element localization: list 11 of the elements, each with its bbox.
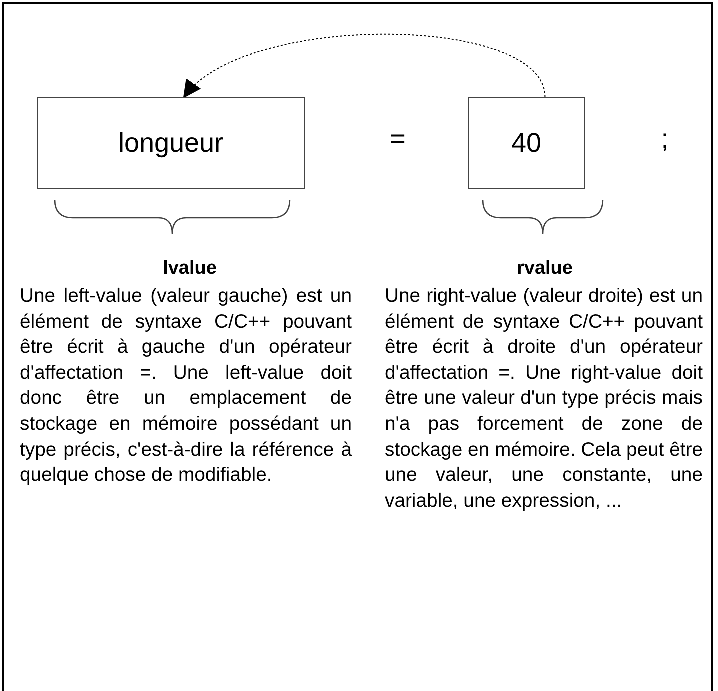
description-paragraph: Une left-value (valeur gauche) est un élément de syntaxe C/C++ pouvant être écrit à gauche d'un opérateur d'affectation =. Une left-value doit donc être un emplacement de stockage en mémoire possédant un type précis, c'est-à-dire la référence à quelque chose de modifiable. xyxy=(20,284,352,488)
value-box xyxy=(468,97,585,189)
semicolon: ; xyxy=(660,124,670,155)
box-text: 40 xyxy=(511,128,542,158)
brace-label: rvalue xyxy=(516,258,574,280)
box-text: longueur xyxy=(118,128,224,158)
equals-sign: = xyxy=(389,124,407,155)
arrow xyxy=(183,34,546,98)
description-paragraph: Une right-value (valeur droite) est un élément de syntaxe C/C++ pouvant être écrit à droite d'un opérateur d'affectation =. Une right-value doit être une valeur d'un type précis mais n'a pas forcement de zone de stockage en mémoire. Cela peut être une valeur, une constante, une variable, une expression, ... xyxy=(385,284,703,514)
brace-label: lvalue xyxy=(162,258,218,280)
value-box xyxy=(37,97,305,189)
